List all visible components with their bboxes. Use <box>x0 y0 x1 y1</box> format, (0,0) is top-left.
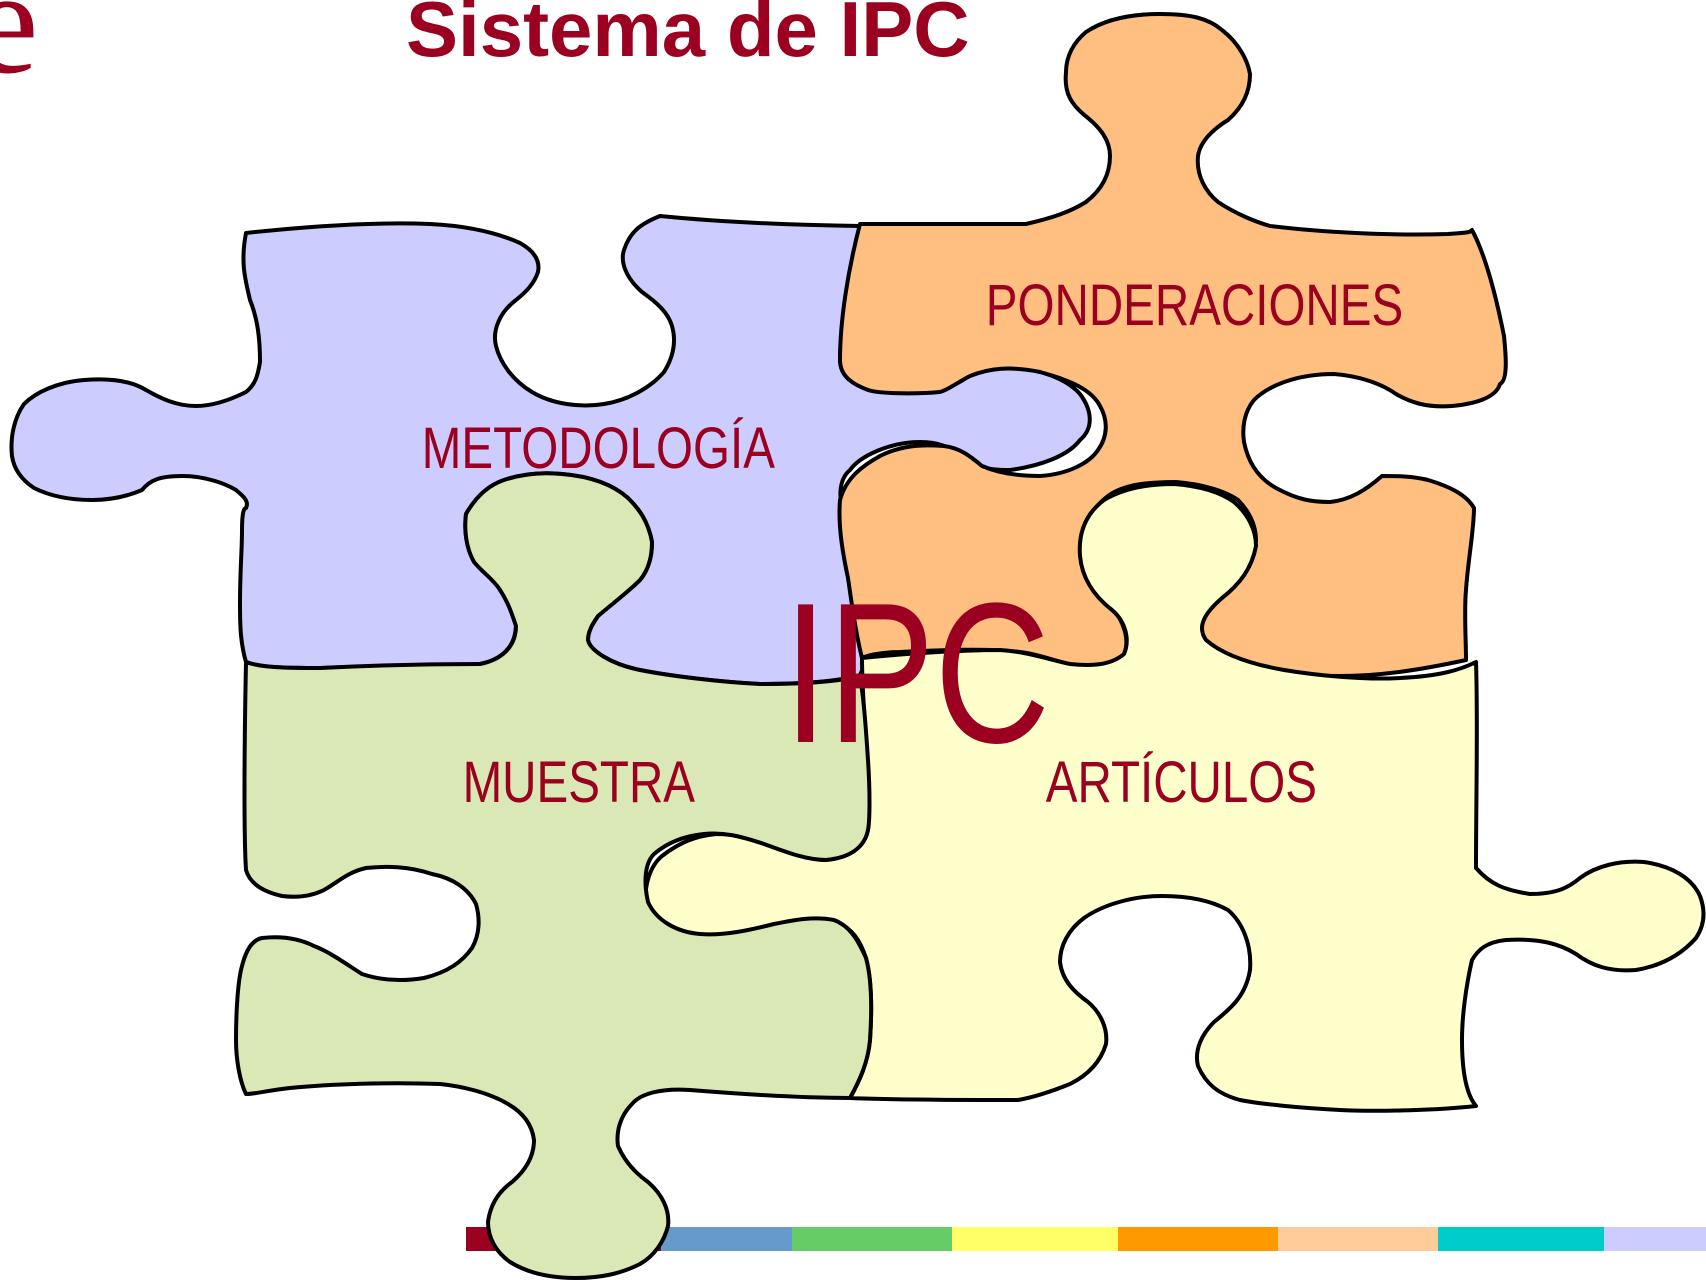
piece-label-muestra: MUESTRA <box>463 751 696 816</box>
strip-segment <box>952 1227 1118 1251</box>
puzzle-piece-ponderaciones: PONDERACIONES <box>837 12 1508 678</box>
footer-color-strip <box>466 1227 1706 1251</box>
piece-label-ponderaciones: PONDERACIONES <box>986 274 1403 339</box>
piece-label-metodologia: METODOLOGÍA <box>422 417 776 482</box>
strip-segment <box>1604 1227 1706 1251</box>
strip-segment <box>1118 1227 1278 1251</box>
center-label-ipc: IPC <box>783 562 1050 785</box>
piece-label-articulos: ARTÍCULOS <box>1046 751 1317 816</box>
strip-segment <box>792 1227 952 1251</box>
strip-segment <box>1438 1227 1604 1251</box>
puzzle-piece-muestra: MUESTRA <box>234 471 874 1280</box>
brand-logo-letter: e <box>0 0 39 105</box>
strip-segment <box>661 1227 792 1251</box>
strip-segment <box>1278 1227 1438 1251</box>
slide-title: Sistema de IPC <box>406 0 970 73</box>
